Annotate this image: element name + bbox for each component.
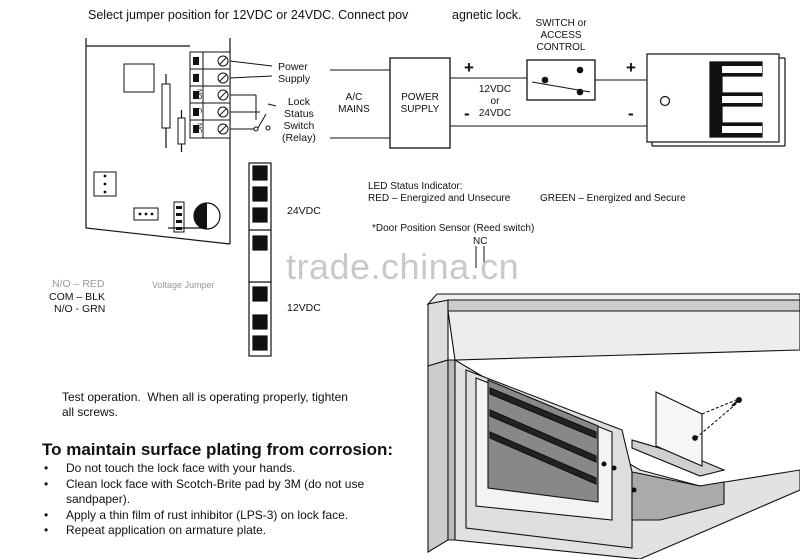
list-item: Apply a thin film of rust inhibitor (LPS… [42, 508, 402, 524]
led-status-green: GREEN – Energized and Secure [540, 193, 686, 204]
jumper-strip [248, 162, 272, 357]
jumper-12vdc-label: 12VDC [287, 302, 321, 314]
wire-color-grn: N/O - GRN [54, 303, 106, 315]
wire-color-blk: COM – BLK [49, 291, 106, 303]
header-instruction: Select jumper position for 12VDC or 24VD… [88, 8, 409, 22]
door-frame-illustration [426, 293, 800, 559]
lock-plus-sign: + [626, 58, 636, 77]
led-status-red: RED – Energized and Unsecure [368, 193, 511, 204]
maintenance-title: To maintain surface plating from corrosi… [42, 440, 394, 459]
terminal-screws [217, 55, 229, 135]
ps-plus-sign: + [464, 58, 474, 77]
terminal-label-no: NO [195, 89, 202, 100]
lock-minus-sign: - [628, 104, 634, 123]
power-supply-label: Power Supply [278, 61, 311, 86]
ps-minus-sign: - [464, 104, 470, 123]
voltage-output-label: 12VDC or 24VDC [478, 84, 512, 119]
door-sensor-label: *Door Position Sensor (Reed switch) [372, 223, 535, 234]
switch-access-label: SWITCH or ACCESS CONTROL [535, 18, 587, 53]
terminal-slots [193, 57, 199, 133]
door-sensor-nc: NC [473, 236, 488, 247]
terminal-label-c: C [195, 108, 202, 114]
led-status-title: LED Status Indicator: [368, 181, 463, 192]
terminal-label-minus: - [193, 73, 200, 76]
maintenance-list: Do not touch the lock face with your han… [42, 461, 402, 539]
list-item: Clean lock face with Scotch-Brite pad by… [42, 477, 402, 508]
lock-status-label: Lock Status Switch (Relay) [282, 96, 316, 145]
power-schematic [330, 57, 655, 149]
terminal-label-plus: + [193, 56, 200, 61]
mounting-screw [731, 397, 742, 407]
test-operation-text: Test operation. When all is operating pr… [62, 390, 348, 419]
door-sensor-wires [475, 246, 485, 268]
header-instruction-end: agnetic lock. [452, 8, 522, 22]
list-item: Repeat application on armature plate. [42, 523, 402, 539]
relay-contacts [253, 125, 271, 132]
voltage-jumper-label: Voltage Jumper [152, 280, 215, 290]
power-supply-box-label: POWER SUPPLY [400, 92, 440, 115]
board-connector-dots [103, 174, 182, 230]
ac-mains-label: A/C MAINS [338, 92, 370, 115]
list-item: Do not touch the lock face with your han… [42, 461, 402, 477]
wire-color-red: N/O – RED [52, 278, 105, 290]
terminal-label-nc: NC [195, 123, 202, 134]
jumper-24vdc-label: 24VDC [287, 205, 321, 217]
led-indicator [193, 202, 221, 230]
watermark: trade.china.cn [286, 246, 520, 287]
switch-contacts [541, 66, 584, 96]
magnetic-lock-symbol [646, 53, 786, 147]
board-wires [229, 60, 277, 130]
